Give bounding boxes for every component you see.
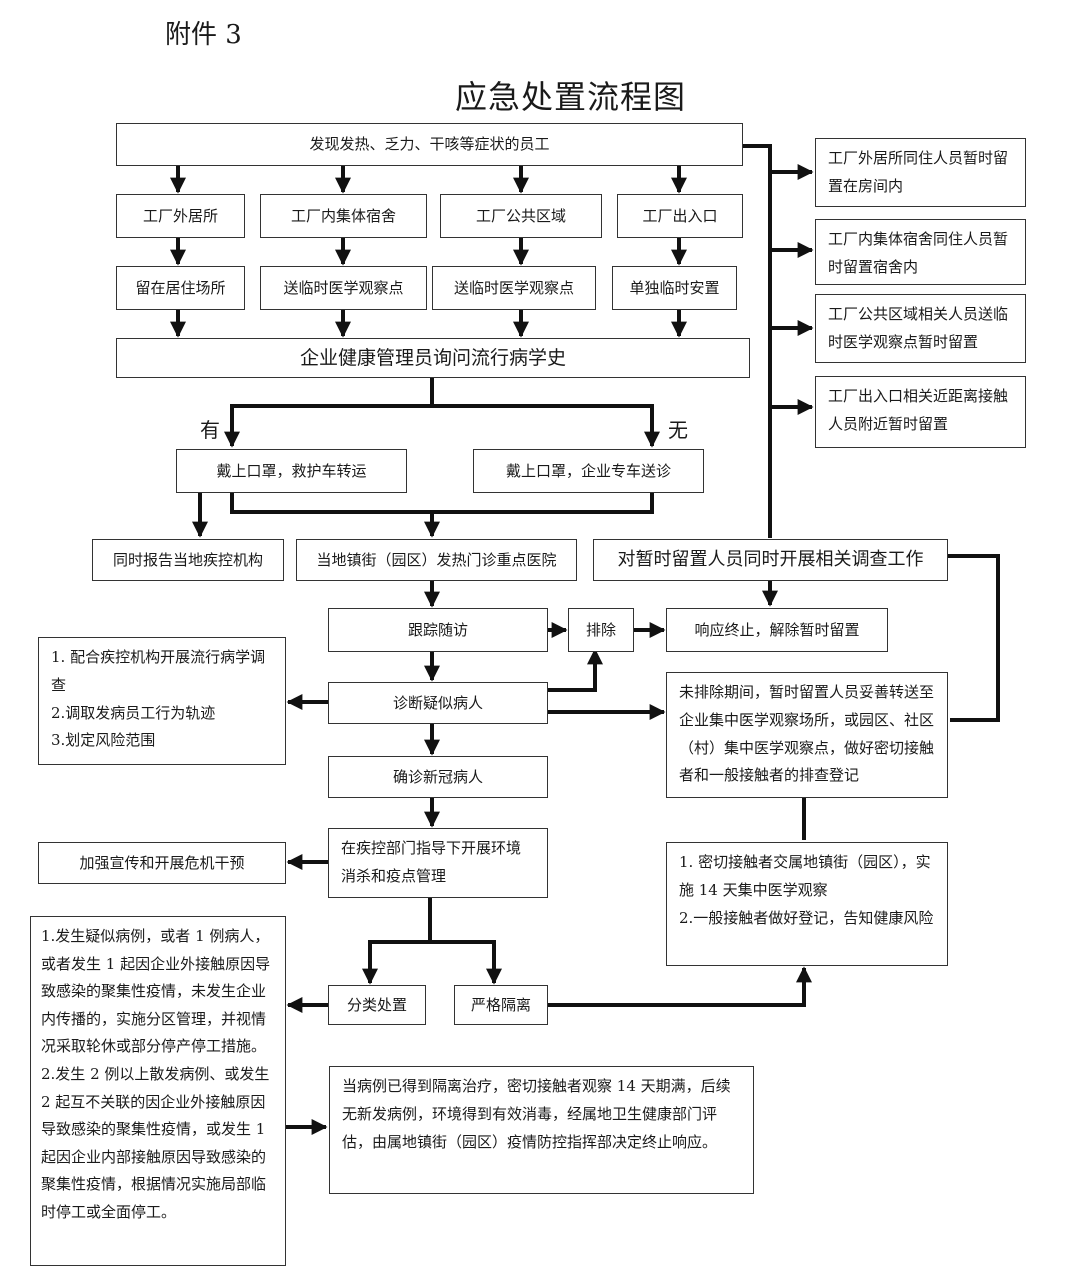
side-note-3: 工厂公共区域相关人员送临时医学观察点暂时留置	[815, 294, 1026, 363]
node-fever-clinic: 当地镇街（园区）发热门诊重点医院	[296, 539, 577, 581]
node-investigate: 对暂时留置人员同时开展相关调查工作	[593, 539, 948, 581]
node-act-alone: 单独临时安置	[612, 266, 737, 310]
side-note-2: 工厂内集体宿舍同住人员暂时留置宿舍内	[815, 219, 1026, 285]
node-discover: 发现发热、乏力、干咳等症状的员工	[116, 123, 743, 166]
suspect-action-3: 3.划定风险范围	[51, 731, 156, 750]
node-loc-outside: 工厂外居所	[116, 194, 245, 238]
node-disinfect: 在疾控部门指导下开展环境消杀和疫点管理	[328, 828, 548, 898]
node-act-stay: 留在居住场所	[116, 266, 245, 310]
side-note-1: 工厂外居所同住人员暂时留置在房间内	[815, 138, 1026, 207]
branch-no-label: 无	[668, 418, 688, 442]
contacts-item-2: 2.一般接触者做好登记，告知健康风险	[679, 908, 934, 927]
page-title: 应急处置流程图	[455, 78, 687, 116]
node-termination: 当病例已得到隔离治疗，密切接触者观察 14 天期满，后续无新发病例，环境得到有效…	[329, 1066, 754, 1194]
node-suspect-actions: 1. 配合疾控机构开展流行病学调查 2.调取发病员工行为轨迹 3.划定风险范围	[38, 637, 286, 765]
node-confirm: 确诊新冠病人	[328, 756, 548, 798]
contacts-item-1: 1. 密切接触者交属地镇街（园区），实施 14 天集中医学观察	[679, 853, 931, 899]
node-isolate: 严格隔离	[454, 985, 548, 1025]
node-loc-dorm: 工厂内集体宿舍	[260, 194, 427, 238]
node-mask-company: 戴上口罩，企业专车送诊	[473, 449, 704, 493]
suspect-action-1: 1. 配合疾控机构开展流行病学调查	[51, 648, 266, 694]
node-inquire: 企业健康管理员询问流行病学史	[116, 338, 750, 378]
classify-rule-2: 2.发生 2 例以上散发病例、或发生 2 起互不关联的因企业外接触原因导致感染的…	[41, 1064, 270, 1221]
classify-rule-1: 1.发生疑似病例，或者 1 例病人，或者发生 1 起因企业外接触原因导致感染的聚…	[41, 927, 271, 1056]
node-mask-ambulance: 戴上口罩，救护车转运	[176, 449, 407, 493]
branch-yes-label: 有	[200, 418, 220, 442]
node-loc-public: 工厂公共区域	[440, 194, 602, 238]
node-loc-gate: 工厂出入口	[617, 194, 743, 238]
node-classify: 分类处置	[328, 985, 426, 1025]
node-report-cdc: 同时报告当地疾控机构	[92, 539, 284, 581]
node-exclude: 排除	[568, 608, 634, 652]
node-act-obs2: 送临时医学观察点	[432, 266, 596, 310]
node-publicity: 加强宣传和开展危机干预	[38, 842, 286, 884]
node-act-obs1: 送临时医学观察点	[260, 266, 427, 310]
side-note-4: 工厂出入口相关近距离接触人员附近暂时留置	[815, 376, 1026, 448]
node-end-response: 响应终止，解除暂时留置	[666, 608, 888, 652]
node-transfer-note: 未排除期间，暂时留置人员妥善转送至企业集中医学观察场所，或园区、社区（村）集中医…	[666, 672, 948, 798]
annex-label: 附件 3	[165, 20, 242, 50]
node-contacts: 1. 密切接触者交属地镇街（园区），实施 14 天集中医学观察 2.一般接触者做…	[666, 842, 948, 966]
node-suspect: 诊断疑似病人	[328, 682, 548, 724]
suspect-action-2: 2.调取发病员工行为轨迹	[51, 703, 216, 722]
node-follow-up: 跟踪随访	[328, 608, 548, 652]
node-classify-rules: 1.发生疑似病例，或者 1 例病人，或者发生 1 起因企业外接触原因导致感染的聚…	[30, 916, 286, 1266]
